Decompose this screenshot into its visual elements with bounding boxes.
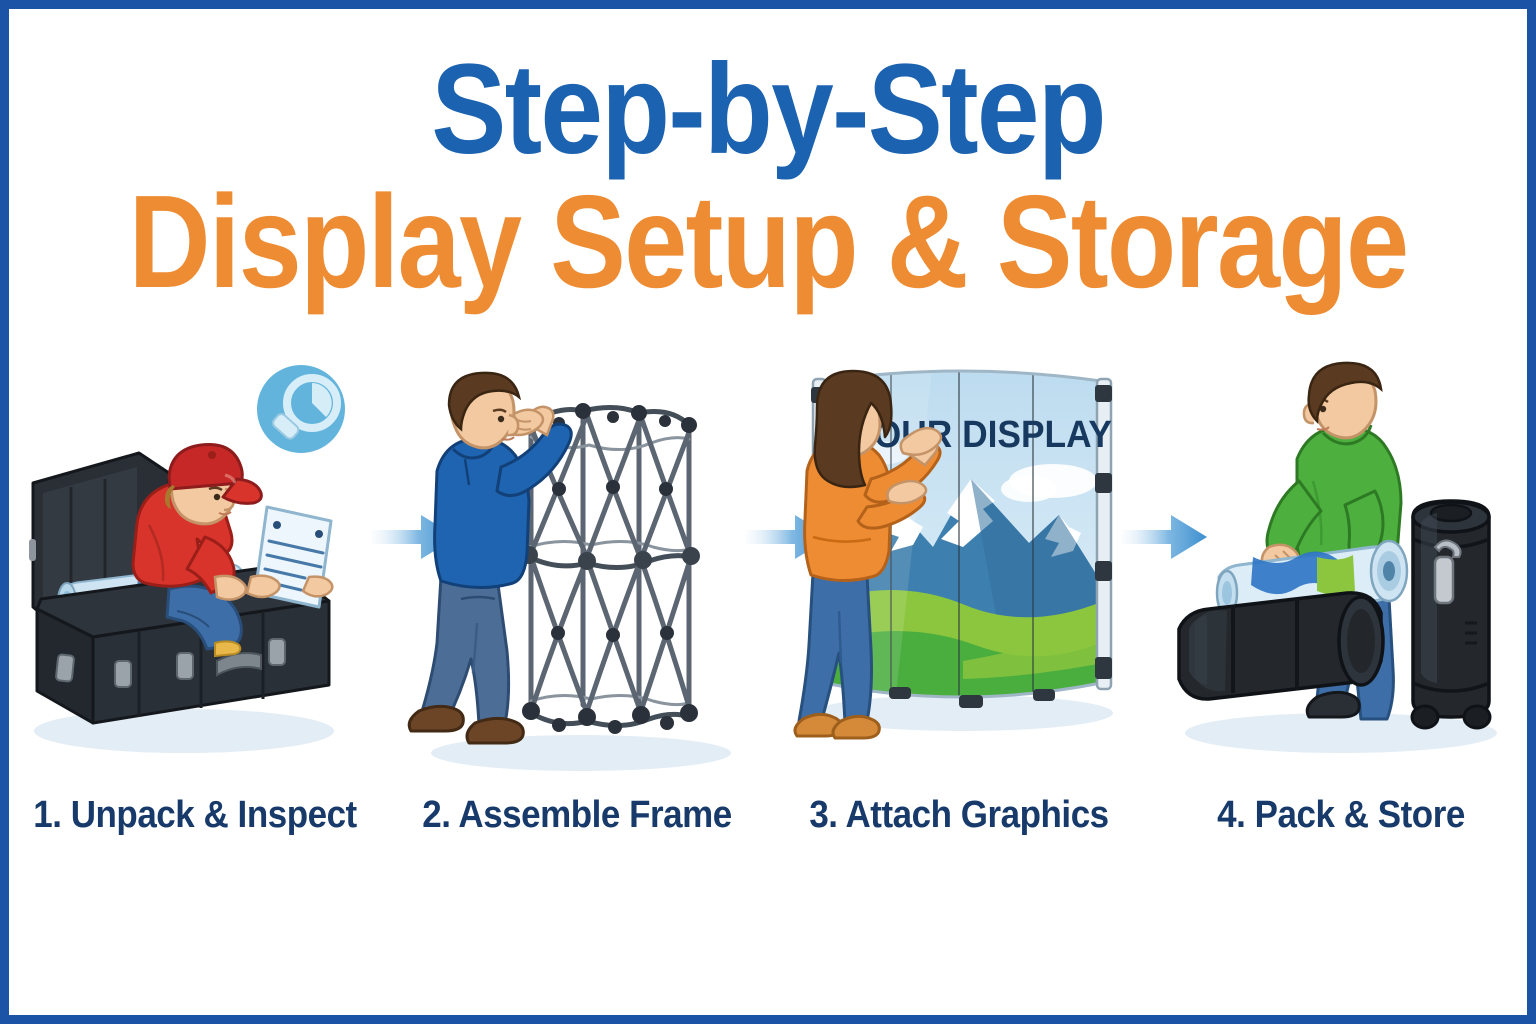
red-cap <box>167 442 263 505</box>
wall-feet <box>889 687 1055 708</box>
worker-hair <box>447 371 522 432</box>
step-caption-4: 4. Pack & Store <box>1217 794 1465 836</box>
roller-case-vents <box>1465 621 1477 645</box>
black-roller-case-standing <box>1410 499 1492 730</box>
roller-case-latch <box>1433 539 1462 605</box>
roller-case-wheels <box>1410 704 1492 730</box>
assemble-frame-illustration <box>401 361 753 781</box>
inspection-checklist-paper <box>245 505 334 609</box>
woman-hand-upper <box>899 426 943 456</box>
step-3: YOUR DISPLAY <box>783 361 1135 781</box>
woman-hair <box>813 369 893 489</box>
woman-in-orange-top <box>793 369 943 740</box>
worker-in-blue-polo <box>407 371 573 745</box>
attach-graphics-illustration: YOUR DISPLAY <box>783 361 1135 781</box>
black-tube-case-lying <box>1177 591 1385 701</box>
worker-shoes <box>407 704 465 733</box>
step-caption-1: 1. Unpack & Inspect <box>33 794 357 836</box>
step-2 <box>401 361 753 781</box>
worker-hair <box>1307 361 1383 425</box>
step-caption-3: 3. Attach Graphics <box>809 794 1109 836</box>
worker-jeans <box>417 571 511 727</box>
step-4 <box>1165 361 1517 781</box>
graphic-headline: YOUR DISPLAY <box>850 413 1112 455</box>
worker-with-red-cap <box>131 442 263 658</box>
worker-arm <box>495 422 573 497</box>
poster-title-line-2: Display Setup & Storage <box>128 168 1410 316</box>
magnifier-icon <box>257 365 345 453</box>
floor-shadow <box>813 695 1113 731</box>
poster-title-block: Step-by-Step Display Setup & Storage <box>9 38 1527 316</box>
woman-hand-lower <box>886 479 928 505</box>
woman-jeans <box>797 568 873 725</box>
poster-title-line-1: Step-by-Step <box>431 38 1106 181</box>
step-1 <box>19 361 371 781</box>
step-caption-2: 2. Assemble Frame <box>422 794 732 836</box>
worker-shoe <box>1305 690 1361 719</box>
floor-shadow <box>1185 713 1497 753</box>
wall-rail-right <box>1095 377 1113 691</box>
pack-and-store-illustration <box>1165 361 1517 781</box>
arrow-right-icon <box>1121 515 1207 559</box>
steps-row: YOUR DISPLAY <box>19 361 1517 781</box>
step-captions-row: 1. Unpack & Inspect 2. Assemble Frame 3.… <box>19 794 1517 854</box>
unpack-and-inspect-illustration <box>19 361 371 781</box>
case-latches <box>55 638 286 688</box>
roll-green-segment <box>1317 555 1355 595</box>
step-arrow-3 <box>1121 509 1207 565</box>
